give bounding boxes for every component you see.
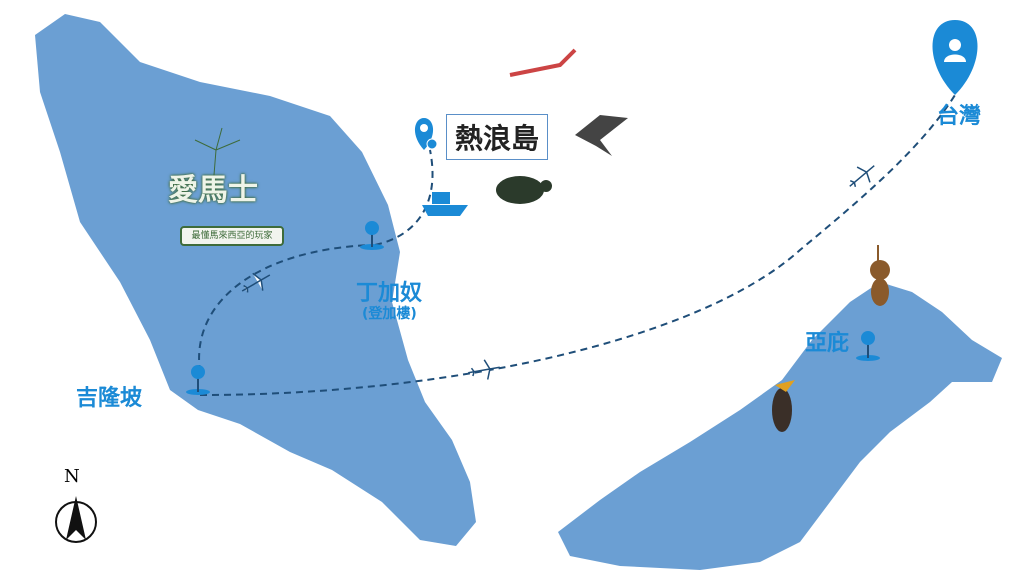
hornbill-icon [772,380,795,432]
label-terengganu: 丁加奴 [356,281,423,306]
compass-north-label: N [64,466,80,487]
label-terengganu-alt: (登加樓) [362,306,417,322]
routes [198,94,956,396]
compass-icon [55,496,97,543]
label-sabah: 亞庇 [805,331,850,356]
label-redang-island: 熱浪島 [446,114,549,160]
manta-ray-icon [575,115,628,156]
airplane-icon [241,272,271,293]
route-terengganu-redang [374,149,434,246]
route-kl-taiwan [199,94,956,396]
map-pins [186,20,978,395]
logo-tagline: 最懂馬來西亞的玩家 [180,226,284,246]
pin-icon-terengganu [360,221,384,250]
label-kuala-lumpur: 吉隆坡 [76,386,143,411]
logo-palm-icon [194,127,241,201]
monkey-icon [870,245,890,306]
ferry-icon [422,192,468,216]
airplane-icon [849,165,875,187]
pin-icon-kl [186,365,210,395]
airplane-icons [241,165,875,380]
route-kl-terengganu [198,244,371,373]
user-location-icon [932,20,978,95]
logo-title: 愛馬士 [168,173,258,208]
diver-icon [509,48,577,77]
label-taiwan: 台灣 [937,104,982,129]
peninsular-malaysia [35,14,476,546]
turtle-icon [496,176,552,204]
pin-icon-sabah [856,331,880,361]
location-check-icon [414,118,438,150]
airplane-icon [468,359,500,380]
